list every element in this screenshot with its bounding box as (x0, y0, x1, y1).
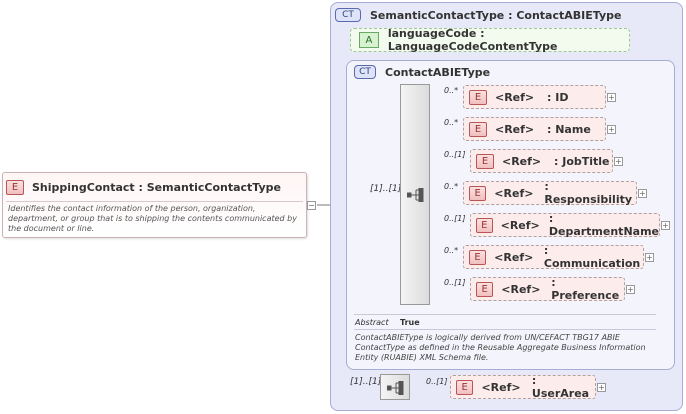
element-badge-icon: E (456, 379, 474, 395)
complex-type-badge-icon: CT (354, 65, 376, 79)
complex-type-title: SemanticContactType : ContactABIEType (370, 8, 622, 22)
element-badge-icon: E (476, 217, 493, 233)
occurrence-label: 0..[1] (444, 278, 466, 287)
element-badge-icon: E (469, 121, 487, 137)
collapse-toggle-icon[interactable]: − (307, 201, 316, 210)
expand-icon[interactable]: + (614, 157, 623, 166)
child-element-userarea[interactable]: E <Ref> : UserArea (450, 374, 596, 400)
abstract-label: Abstract (355, 318, 389, 327)
expand-icon[interactable]: + (607, 125, 616, 134)
attribute-badge-icon: A (359, 32, 379, 48)
expand-icon[interactable]: + (661, 221, 670, 230)
element-badge-icon: E (6, 179, 24, 195)
complex-type-badge-icon: CT (335, 8, 361, 22)
attribute-title: languageCode : LanguageCodeContentType (387, 27, 558, 53)
child-element-departmentname[interactable]: E <Ref> : DepartmentName (470, 212, 660, 238)
occurrence-label: 0..[1] (444, 214, 466, 223)
child-element-jobtitle[interactable]: E <Ref> : JobTitle (470, 149, 613, 173)
extension-sequence-compositor[interactable] (380, 374, 410, 400)
complex-type-header: CT SemanticContactType : ContactABIEType (335, 6, 621, 24)
child-element-communication[interactable]: E <Ref> : Communication (463, 244, 644, 270)
element-badge-icon: E (476, 281, 494, 297)
element-badge-icon: E (469, 249, 487, 265)
root-element-header: E ShippingContact : SemanticContactType (6, 176, 281, 198)
child-element-preference[interactable]: E <Ref> : Preference (470, 276, 625, 302)
abstract-value: True (400, 318, 420, 327)
divider (354, 329, 656, 330)
sequence-compositor[interactable] (400, 84, 430, 305)
element-ref: <Ref> (500, 218, 540, 232)
child-element-id[interactable]: E <Ref> : ID (463, 85, 606, 109)
sequence-icon (407, 188, 424, 202)
expand-icon[interactable]: + (607, 93, 616, 102)
sequence-occurrence: [1]..[1] (350, 377, 382, 387)
element-name: : DepartmentName (548, 212, 659, 238)
occurrence-label: 0..* (444, 118, 459, 127)
root-element-documentation: Identifies the contact information of th… (8, 204, 297, 233)
element-name: : Responsibility (544, 180, 633, 206)
base-type-documentation: ContactABIEType is logically derived fro… (355, 333, 646, 362)
element-name: : ID (547, 90, 569, 104)
element-ref: <Ref> (494, 250, 534, 264)
expand-icon[interactable]: + (597, 383, 606, 392)
occurrence-label: 0..* (444, 86, 459, 95)
occurrence-label: 0..* (444, 246, 459, 255)
element-ref: <Ref> (501, 282, 541, 296)
element-ref: <Ref> (495, 90, 535, 104)
element-name: : Communication (543, 244, 641, 270)
occurrence-label: 0..* (444, 182, 459, 191)
element-ref: <Ref> (494, 186, 534, 200)
element-ref: <Ref> (502, 154, 542, 168)
root-element-title: ShippingContact : SemanticContactType (32, 180, 281, 194)
child-element-responsibility[interactable]: E <Ref> : Responsibility (463, 180, 637, 206)
sequence-occurrence: [1]..[1] (370, 184, 402, 194)
element-ref: <Ref> (481, 380, 521, 394)
base-complex-type-title: ContactABIEType (385, 65, 491, 79)
root-element-box[interactable]: E ShippingContact : SemanticContactType … (2, 172, 307, 238)
expand-icon[interactable]: + (638, 189, 647, 198)
sequence-icon (387, 381, 404, 395)
element-badge-icon: E (469, 185, 487, 201)
element-name: : Name (547, 122, 591, 136)
element-name: : JobTitle (554, 154, 610, 168)
child-element-name[interactable]: E <Ref> : Name (463, 117, 606, 141)
element-name: : Preference (551, 276, 620, 302)
element-badge-icon: E (476, 153, 494, 169)
attribute-box[interactable]: A languageCode : LanguageCodeContentType (350, 27, 630, 53)
element-badge-icon: E (469, 89, 487, 105)
expand-icon[interactable]: + (645, 253, 654, 262)
expand-icon[interactable]: + (626, 285, 635, 294)
element-ref: <Ref> (495, 122, 535, 136)
element-name: : UserArea (531, 374, 590, 400)
base-complex-type-header: CT ContactABIEType (354, 64, 490, 80)
occurrence-label: 0..[1] (426, 377, 448, 386)
divider (6, 201, 303, 202)
divider (354, 314, 656, 315)
occurrence-label: 0..[1] (444, 150, 466, 159)
